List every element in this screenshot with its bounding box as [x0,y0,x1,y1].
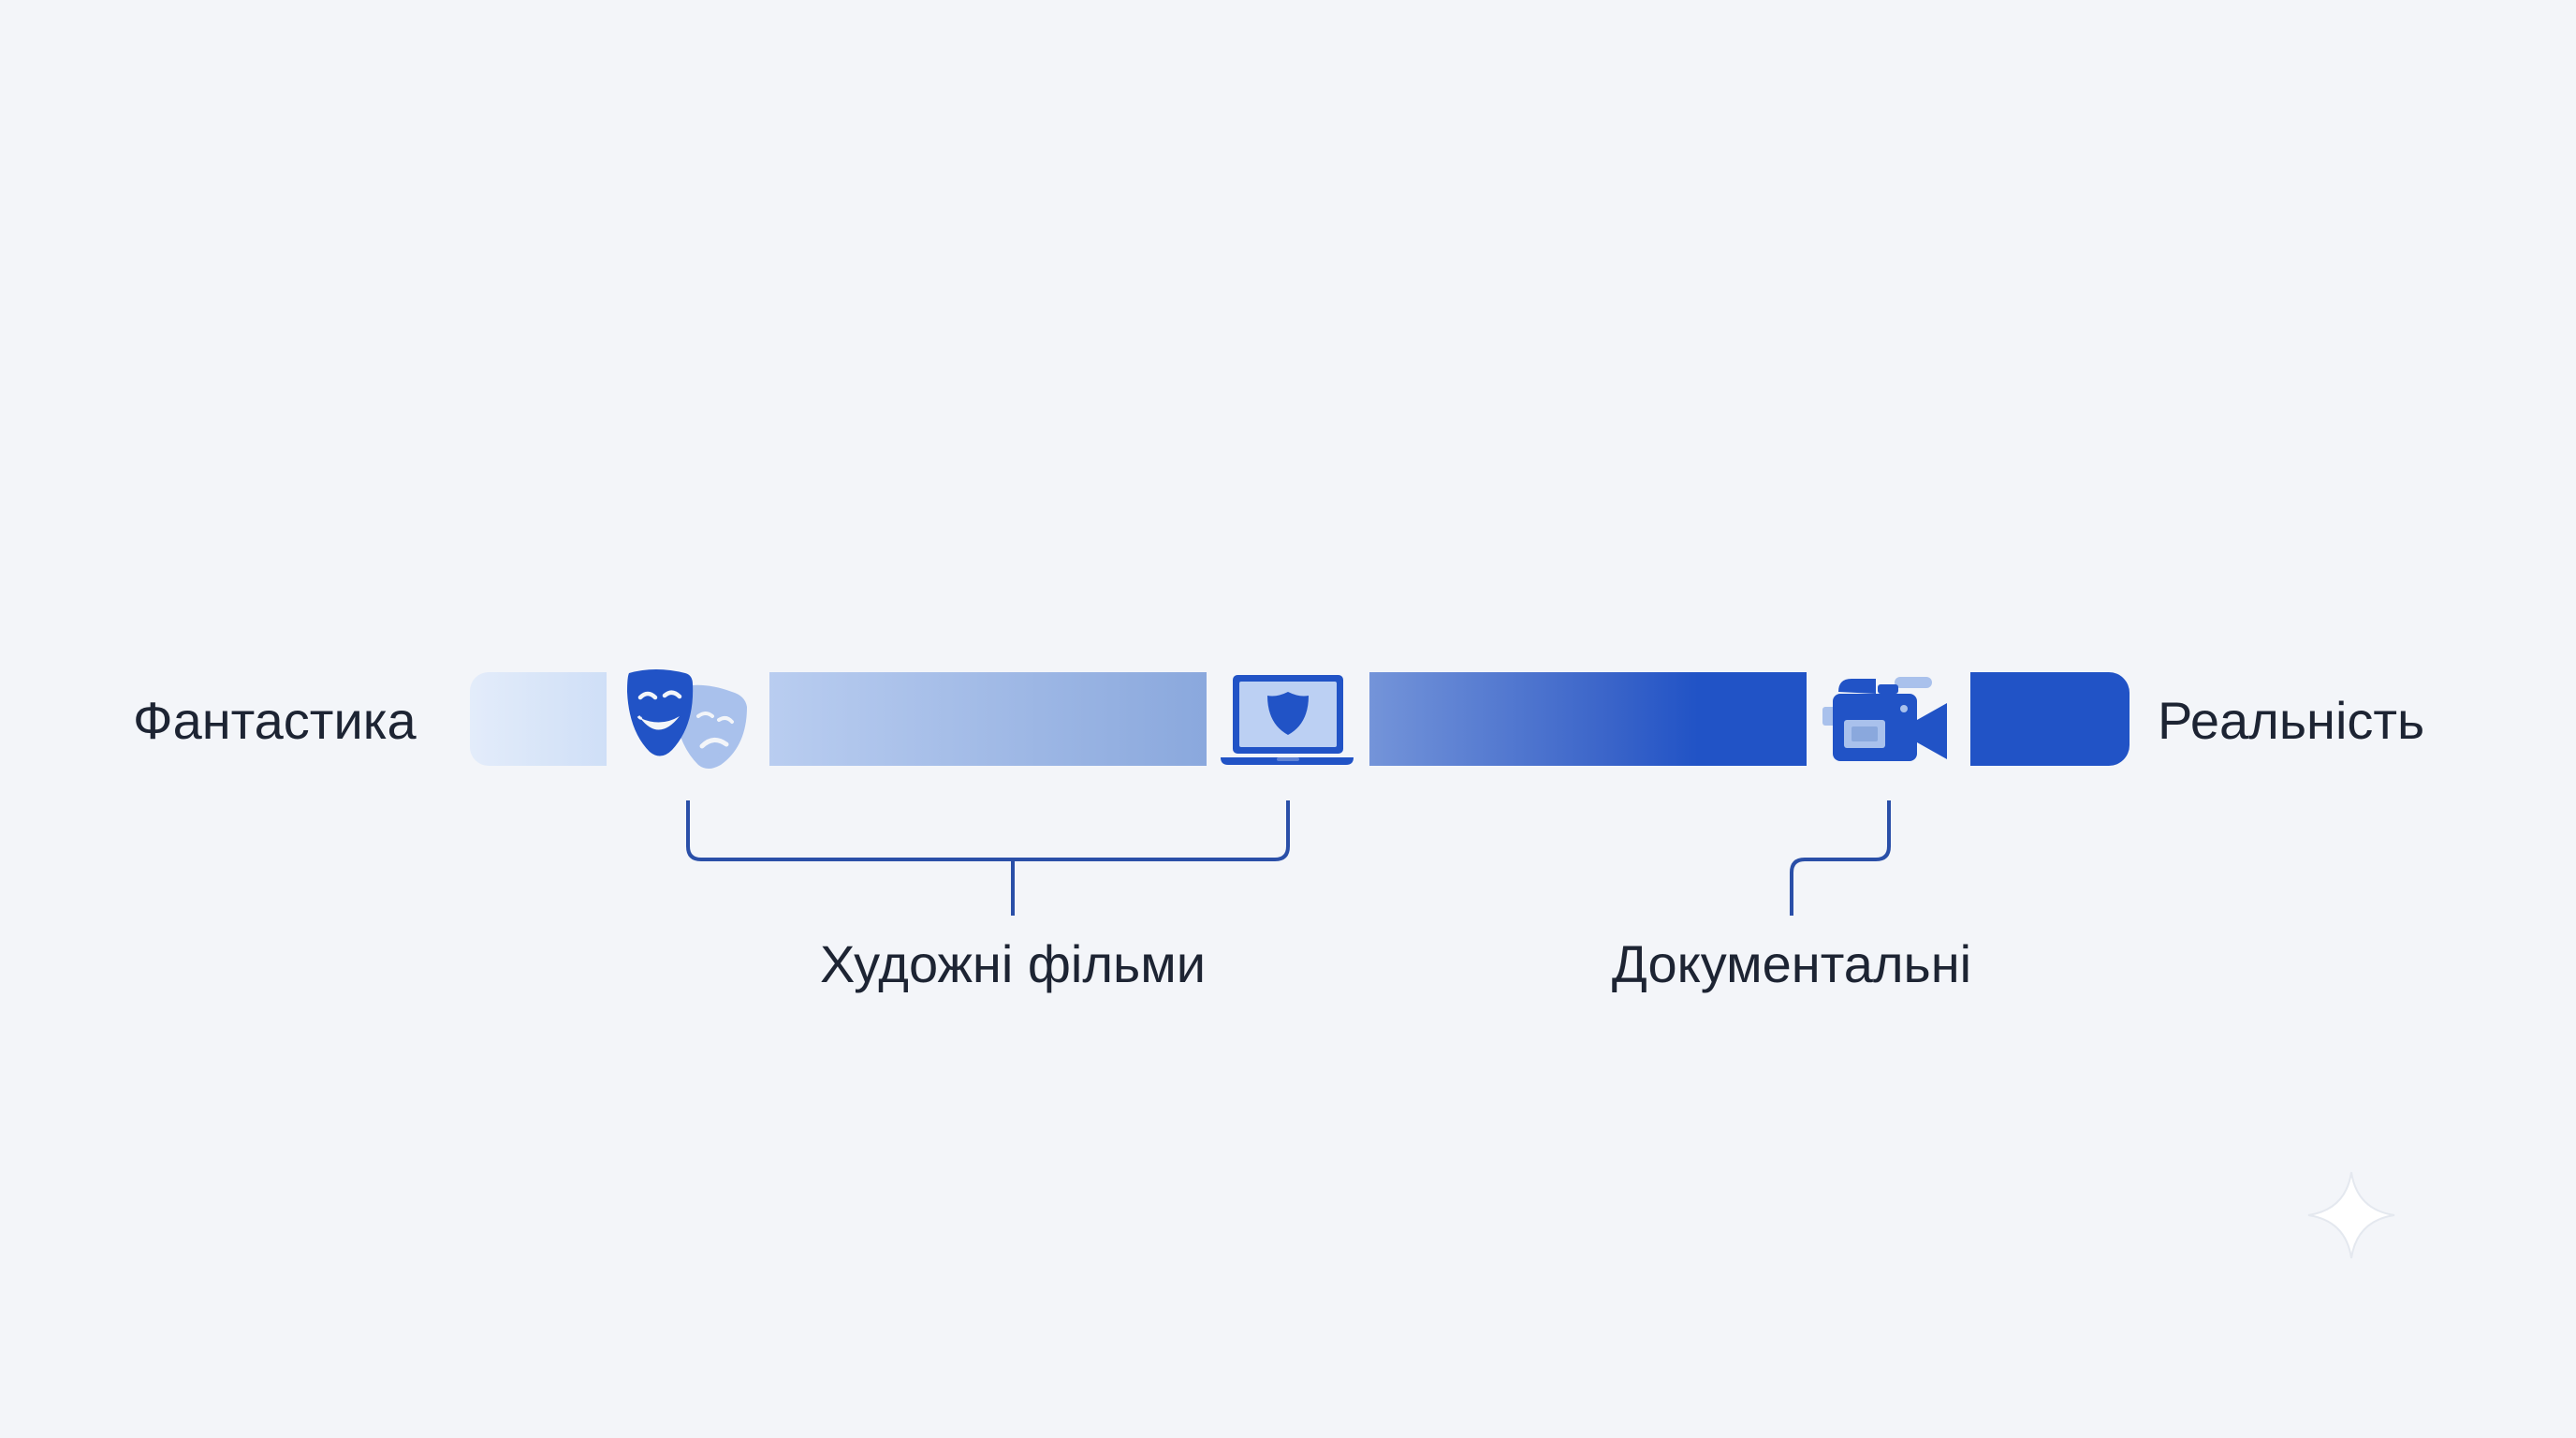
spectrum-segment-1 [470,672,607,766]
spectrum-segment-4 [1970,672,2130,766]
reality-end-label: Реальність [2158,691,2425,750]
sparkle-icon [2307,1171,2395,1259]
video-camera-icon [1818,660,1958,777]
theater-masks-icon [618,660,758,777]
documentary-label: Документальні [1611,934,1972,993]
spectrum-segment-2 [769,672,1207,766]
fantasy-end-label: Фантастика [133,691,417,750]
documentary-bracket [1790,800,1891,916]
spectrum-segment-3 [1369,672,1807,766]
fiction-bracket [686,800,1290,861]
fiction-films-label: Художні фільми [820,934,1206,993]
laptop-shield-icon [1217,660,1357,777]
